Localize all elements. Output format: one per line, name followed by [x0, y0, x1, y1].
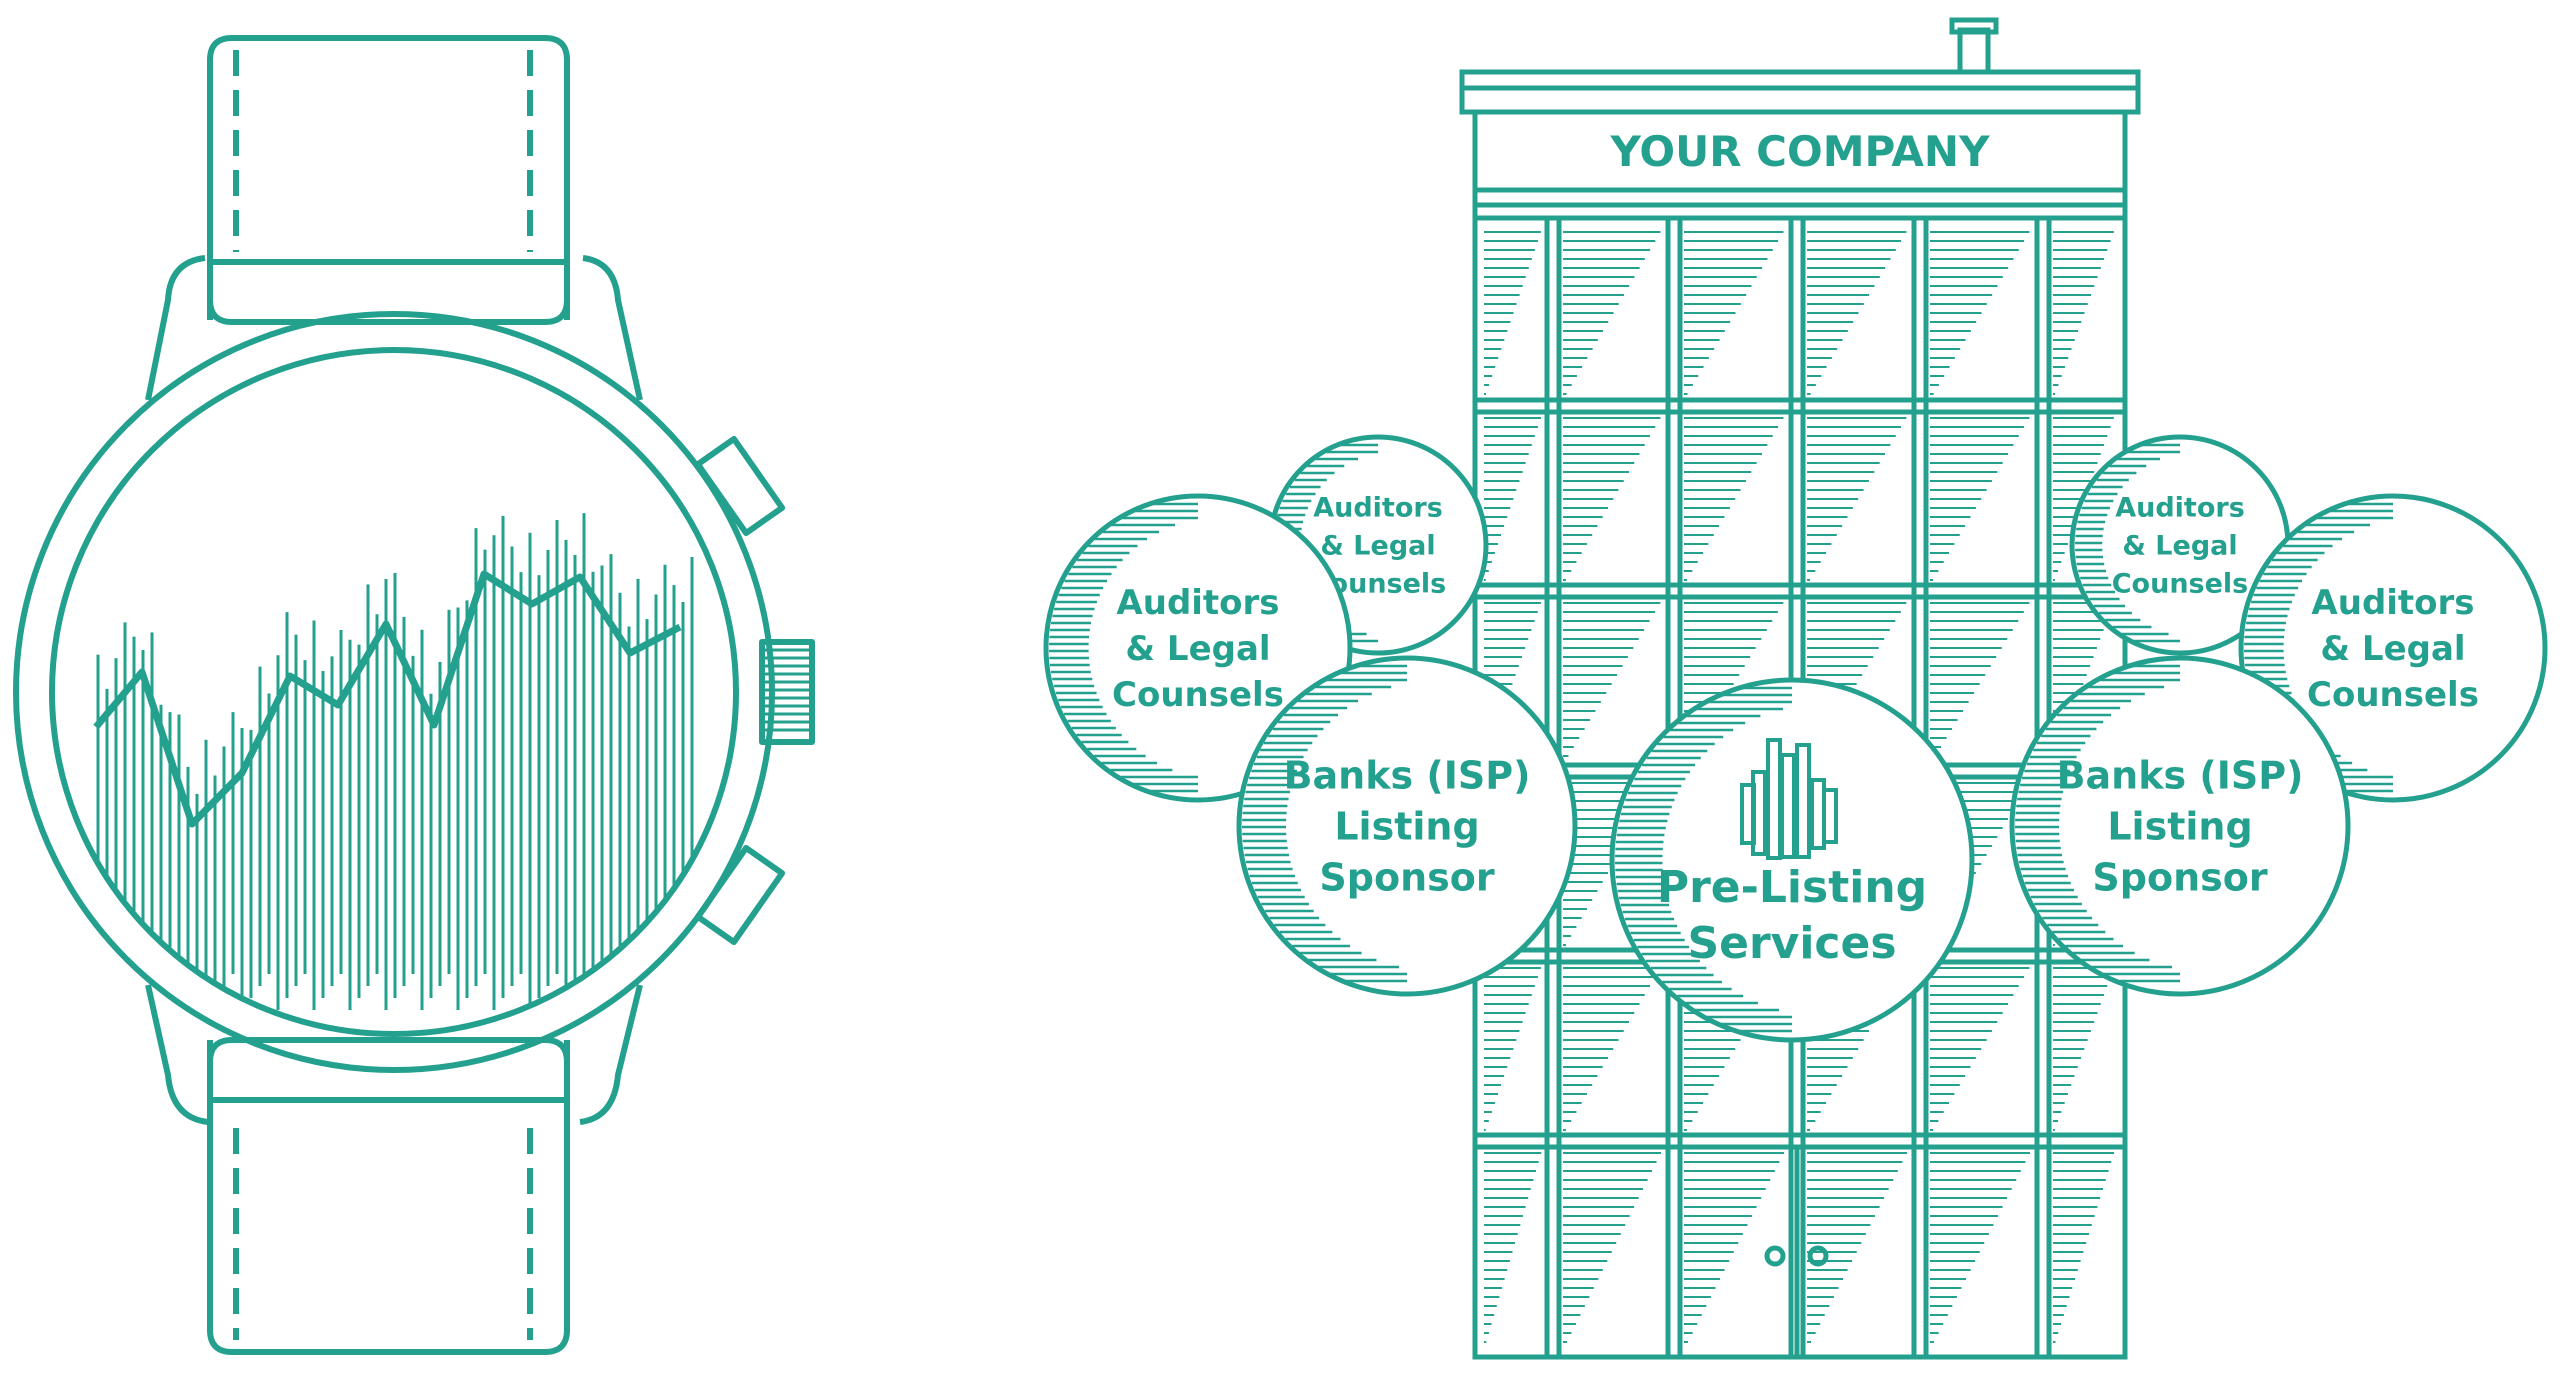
auditors-bubble-left-front-label-2: & Legal [1125, 629, 1270, 669]
building-chimney-cap [1949, 17, 1999, 35]
banks-bubble-right-circle [2009, 655, 2351, 997]
watch-top-strap [207, 35, 570, 325]
pre-listing-bubble-label-2: Services [1687, 918, 1896, 969]
wristwatch-icon [13, 35, 815, 1355]
banks-bubble-left-circle [1236, 655, 1578, 997]
auditors-bubble-right-front-label-3: Counsels [2307, 675, 2479, 715]
watch-face [49, 347, 739, 1037]
banks-bubble-right-label-3: Sponsor [2092, 855, 2267, 899]
watch-pusher-bottom [694, 844, 786, 946]
auditors-bubble-left-front-hatching [1049, 502, 1198, 793]
auditors-bubble-right-front-label-2: & Legal [2320, 629, 2465, 669]
pre-listing-bubble-circle [1609, 677, 1975, 1043]
watch-pusher-top [694, 435, 786, 537]
watch-lugs [145, 255, 643, 1125]
auditors-bubble-left-back-label-1: Auditors [1313, 492, 1443, 523]
building-chimney [1957, 27, 1991, 75]
banks-bubble-left-hatching [1242, 664, 1407, 983]
building-roof [1459, 69, 2141, 115]
auditors-bubble-left-front-label-1: Auditors [1116, 583, 1279, 623]
auditors-bubble-left-front-label-3: Counsels [1112, 675, 1284, 715]
watch-crown [759, 639, 815, 745]
auditors-bubble-right-front-label-1: Auditors [2311, 583, 2474, 623]
watch-bottom-strap [207, 1037, 570, 1355]
banks-bubble-left-label-3: Sponsor [1319, 855, 1494, 899]
auditors-bubble-right-back-label-1: Auditors [2115, 492, 2245, 523]
banks-bubble-right-label-1: Banks (ISP) [2057, 753, 2304, 797]
auditors-bubble-right-back-hatching [2075, 443, 2180, 643]
watch-case [13, 311, 775, 1073]
pre-listing-bubble-label-1: Pre-Listing [1657, 862, 1927, 913]
building-door [1764, 1148, 1829, 1357]
pre-listing-bubble-hatching [1615, 686, 1792, 1033]
auditors-bubble-right-back-label-3: Counsels [2112, 568, 2249, 599]
auditors-bubble-left-back-label-2: & Legal [1320, 530, 1435, 561]
banks-bubble-right-hatching [2015, 664, 2180, 983]
stacked-bars-icon [1740, 738, 1838, 860]
banks-bubble-right-label-2: Listing [2107, 804, 2252, 848]
stock-line-chart-icon [93, 513, 694, 1010]
banks-bubble-left-label-1: Banks (ISP) [1284, 753, 1531, 797]
company-sign: YOUR COMPANY [1609, 127, 1990, 176]
auditors-bubble-right-front-circle [2238, 493, 2548, 803]
banks-bubble-left-label-2: Listing [1334, 804, 1479, 848]
auditors-bubble-right-back-label-2: & Legal [2122, 530, 2237, 561]
